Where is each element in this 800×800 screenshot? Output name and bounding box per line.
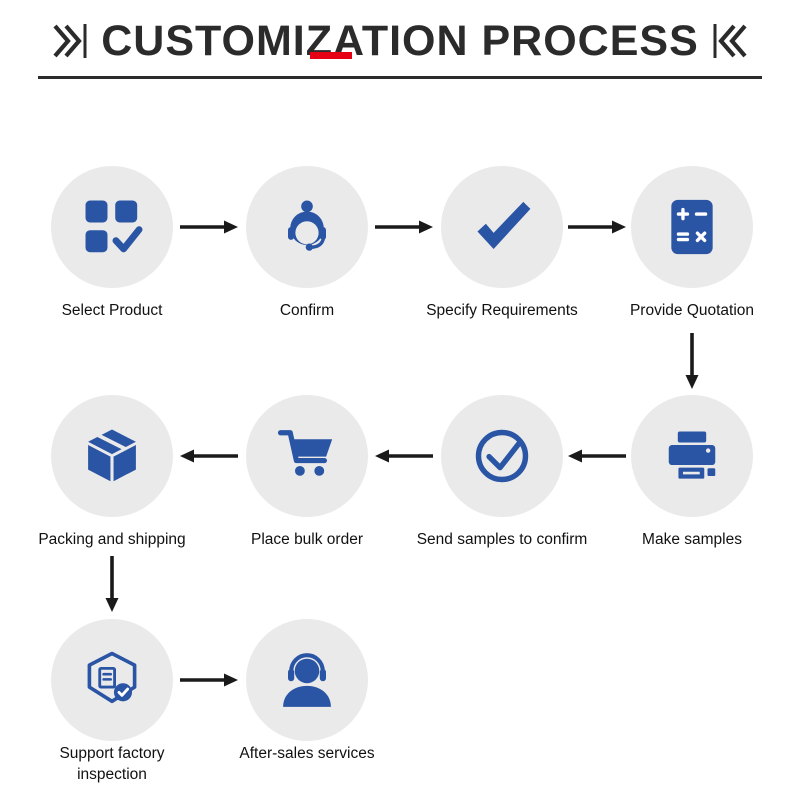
step-circle-specify-requirements [441, 166, 563, 288]
step-label: Place bulk order [250, 531, 363, 548]
double-chevron-right-icon [53, 21, 89, 61]
step-label: Make samples [642, 531, 742, 548]
step-label: After-sales services [239, 745, 375, 762]
flow-arrow-left-icon [375, 449, 433, 463]
calculator-icon [671, 199, 713, 255]
flow-arrow-down-icon [105, 556, 119, 612]
circle-check-icon [475, 429, 529, 483]
step-label: Support factory inspection [59, 745, 165, 783]
title-underline-accent [310, 52, 352, 59]
step-circle-factory-inspection [51, 619, 173, 741]
factory-inspection-icon [87, 651, 137, 704]
flow-arrow-right-icon [180, 220, 238, 234]
title-divider-line [38, 76, 762, 79]
step-circle-place-bulk-order [246, 395, 368, 517]
printer-icon [668, 431, 716, 479]
step-label: Send samples to confirm [416, 531, 588, 548]
step-circle-after-sales [246, 619, 368, 741]
step-circle-send-samples [441, 395, 563, 517]
step-label: Packing and shipping [38, 531, 186, 548]
headset-support-icon [283, 653, 331, 707]
step-label: Specify Requirements [426, 302, 578, 319]
flow-arrow-left-icon [180, 449, 238, 463]
step-circle-make-samples [631, 395, 753, 517]
flow-arrow-left-icon [568, 449, 626, 463]
shopping-cart-icon [277, 430, 333, 476]
package-box-icon [88, 429, 136, 482]
step-label: Confirm [279, 302, 335, 319]
product-grid-check-icon [85, 200, 143, 253]
step-circle-provide-quotation [631, 166, 753, 288]
customer-service-icon [288, 200, 326, 251]
step-circle-confirm [246, 166, 368, 288]
checkmark-icon [477, 201, 531, 249]
step-label: Provide Quotation [629, 302, 755, 319]
page-title: CUSTOMIZATION PROCESS [101, 16, 699, 65]
page-title-row: CUSTOMIZATION PROCESS [0, 12, 800, 70]
flow-arrow-right-icon [375, 220, 433, 234]
step-circle-packing-shipping [51, 395, 173, 517]
flow-arrow-right-icon [568, 220, 626, 234]
flow-arrow-right-icon [180, 673, 238, 687]
step-label: Select Product [61, 302, 163, 319]
step-circle-select-product [51, 166, 173, 288]
flow-arrow-down-icon [685, 333, 699, 389]
double-chevron-left-icon [711, 21, 747, 61]
